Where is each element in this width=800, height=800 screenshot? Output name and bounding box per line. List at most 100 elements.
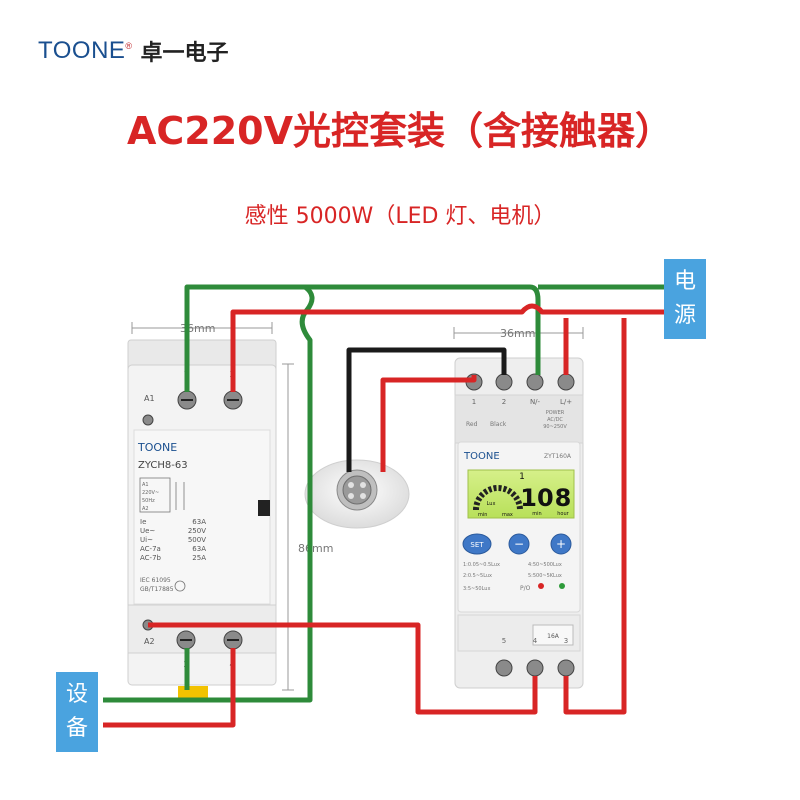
timer-terminal-label-1: 1 — [472, 398, 476, 406]
wire-sensor-red — [380, 375, 477, 472]
timer-model: ZYT160A — [544, 453, 572, 460]
page-subtitle: 感性 5000W（LED 灯、电机） — [244, 204, 556, 229]
lcd-value-a: 10 — [520, 484, 553, 512]
timer-terminal-label-n: N/- — [530, 398, 541, 406]
spec-value-ue: 250V — [188, 527, 206, 535]
contactor-symbol — [139, 477, 185, 513]
spec-label-ac7a: AC-7a — [140, 545, 161, 553]
power-label: POWER — [546, 410, 565, 416]
sensor-pin-icon — [348, 482, 354, 488]
sensor-label-black: Black — [490, 421, 507, 428]
ccc-mark-icon — [174, 580, 186, 592]
brand-logo: TOONE® — [38, 37, 133, 64]
sensor-label-red: Red — [466, 421, 478, 428]
lcd-min-label: min — [478, 512, 487, 518]
range-1: 1:0.05~0.5Lux — [463, 562, 500, 568]
timer-terminal-label-2: 2 — [502, 398, 506, 406]
power-type: AC/DC — [547, 417, 563, 423]
set-button[interactable]: SET — [462, 533, 492, 555]
plus-icon: + — [556, 537, 566, 551]
spec-label-ue: Ue~ — [140, 527, 155, 535]
spec-label-ac7b: AC-7b — [140, 554, 162, 562]
page-title: AC220V光控套装（含接触器） — [126, 109, 674, 153]
light-sensor — [304, 459, 410, 529]
din-clip — [178, 686, 208, 698]
wire-green-to-timer — [305, 284, 541, 375]
standard-gb: GB/T17885 — [140, 586, 174, 593]
spec-label-ui: Ui~ — [140, 536, 153, 544]
power-source-label: 电 源 — [664, 259, 706, 339]
status-led-green — [559, 583, 565, 589]
set-button-label: SET — [470, 541, 484, 549]
plus-button[interactable]: + — [550, 533, 572, 555]
power-range: 90~250V — [543, 424, 567, 430]
wires — [103, 284, 664, 728]
spec-value-ac7a: 63A — [192, 545, 206, 553]
lcd-unit-a: min — [532, 511, 541, 517]
contactor-specs: Ie Ue~ Ui~ AC-7a AC-7b 63A 250V 500V 63A… — [140, 518, 206, 593]
wire-red-timer-4-coil — [148, 622, 538, 715]
power-label-char-1: 电 — [673, 269, 696, 294]
spec-value-ac7b: 25A — [192, 554, 206, 562]
timer-screw-l — [557, 373, 575, 391]
lcd-lux-label: Lux — [487, 501, 496, 507]
relay-label-box — [532, 624, 574, 646]
range-4: 4:50~500Lux — [528, 562, 562, 568]
symbol-line-frequency: 50Hz — [142, 498, 155, 504]
minus-button[interactable]: − — [508, 533, 530, 555]
timer-screw-4 — [526, 659, 544, 677]
lcd-max-label: max — [502, 512, 513, 518]
timer-terminal-label-3: 3 — [564, 637, 568, 645]
spec-value-ui: 500V — [188, 536, 206, 544]
lcd-index: 1 — [519, 472, 525, 482]
lcd-screen — [467, 469, 575, 519]
timer-screw-n — [526, 373, 544, 391]
dimension-lines — [131, 322, 584, 691]
brand-name: 卓一电子 — [140, 41, 229, 66]
range-2: 2:0.5~5Lux — [463, 573, 492, 579]
wire-red-timer-3 — [563, 318, 627, 715]
relay-rating: 16A — [547, 633, 560, 640]
symbol-line-voltage: 220V~ — [142, 490, 159, 496]
symbol-line-a1: A1 — [142, 482, 149, 488]
dim-width-timer: 36mm — [500, 327, 535, 340]
timer-brand: TOONE — [463, 451, 500, 462]
wire-red-line — [230, 303, 664, 392]
wire-red-to-device — [103, 648, 236, 728]
contactor-coil-label-a2: A2 — [144, 637, 155, 646]
dim-height: 86mm — [298, 542, 333, 555]
status-led-red — [538, 583, 544, 589]
minus-icon: − — [514, 537, 524, 551]
contactor-model: ZYCH8-63 — [138, 460, 188, 471]
device-label: 设 备 — [56, 672, 98, 752]
pro-label: P/O — [520, 585, 531, 592]
lcd-unit-b: hour — [557, 511, 569, 517]
sensor-pin-icon — [360, 482, 366, 488]
contactor-brand: TOONE — [137, 441, 177, 454]
light-control-timer — [454, 357, 584, 689]
spec-label-ie: Ie — [140, 518, 146, 526]
power-label-char-2: 源 — [673, 303, 696, 328]
timer-terminal-label-l: L/+ — [560, 398, 572, 406]
timer-screw-3 — [557, 659, 575, 677]
contactor-coil-label-a1: A1 — [144, 394, 155, 403]
timer-screw-2 — [495, 373, 513, 391]
contactor-indicator — [258, 500, 270, 516]
timer-terminal-label-5: 5 — [502, 637, 506, 645]
wire-sensor-black — [346, 347, 507, 472]
coil-screw-a1 — [142, 414, 154, 426]
contactor — [127, 339, 277, 698]
range-5: 5:500~5KLux — [528, 573, 562, 579]
sensor-pin-icon — [348, 493, 354, 499]
timer-terminal-label-4: 4 — [533, 637, 538, 645]
brand-header: TOONE® 卓一电子 — [38, 36, 229, 66]
range-3: 3:5~50Lux — [463, 586, 490, 592]
standard-iec: IEC 61095 — [140, 577, 171, 584]
lcd-value-b: 8 — [555, 484, 572, 512]
spec-value-ie: 63A — [192, 518, 206, 526]
timer-screw-5 — [495, 659, 513, 677]
sensor-pin-icon — [360, 493, 366, 499]
device-label-char-2: 备 — [65, 716, 88, 741]
symbol-line-a2: A2 — [142, 506, 149, 512]
